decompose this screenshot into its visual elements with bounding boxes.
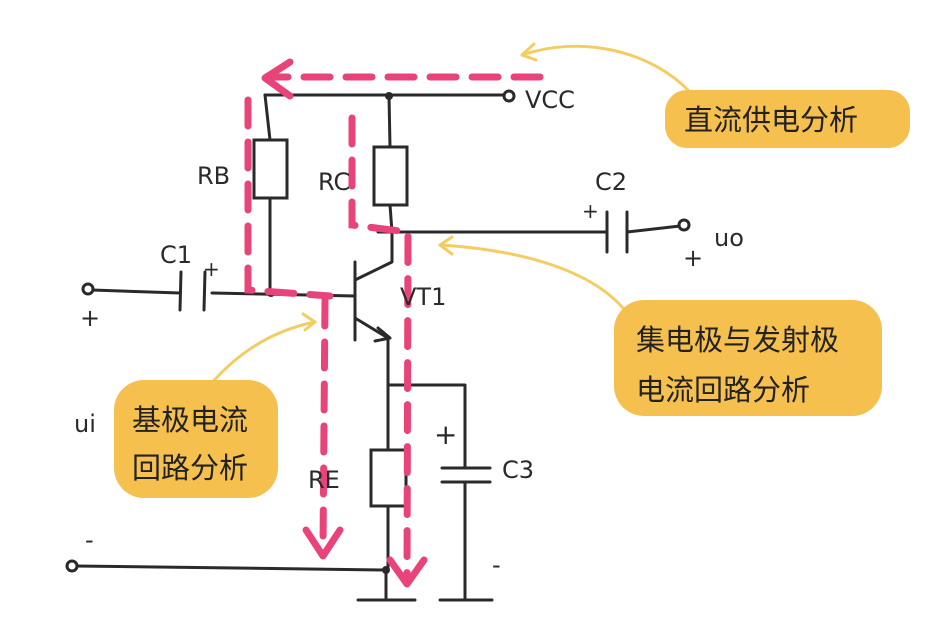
dc-supply-path xyxy=(244,58,544,300)
input-terminal-top xyxy=(81,282,95,296)
output-minus: - xyxy=(492,551,501,579)
junction-ground xyxy=(382,566,390,574)
rc-top-wire xyxy=(387,93,392,149)
resistor-rb xyxy=(252,138,289,200)
label-c1: C1 xyxy=(160,241,192,269)
label-vt1: VT1 xyxy=(400,283,446,311)
transistor-vt1 xyxy=(353,230,394,343)
capacitor-c2 xyxy=(605,210,629,254)
note-ce-line1: 集电极与发射极 xyxy=(636,323,839,357)
output-plus: + xyxy=(683,244,703,272)
bypass-top-wire xyxy=(386,383,467,470)
transistor-emitter xyxy=(353,316,390,340)
polarity-marks: + + + + + - - xyxy=(80,199,703,579)
label-rb: RB xyxy=(197,162,230,190)
capacitor-c3 xyxy=(440,466,492,484)
ground-bus-wire xyxy=(74,564,388,572)
vcc-terminal xyxy=(502,89,516,103)
note-dc-supply: 直流供电分析 xyxy=(665,90,910,148)
input-minus: - xyxy=(85,526,94,554)
input-plus: + xyxy=(80,304,100,332)
pointer-base xyxy=(208,320,317,387)
c3-plus: + xyxy=(434,418,457,451)
resistor-re xyxy=(369,448,408,508)
note-dc-supply-text: 直流供电分析 xyxy=(684,103,858,137)
collector-emitter-path xyxy=(348,114,428,588)
component-labels: VCC RB RC RE C1 C2 C3 VT1 uo ui xyxy=(74,86,744,494)
label-c3: C3 xyxy=(502,456,534,484)
note-base-line2: 回路分析 xyxy=(132,451,248,485)
label-re: RE xyxy=(308,466,340,494)
resistor-rc xyxy=(372,145,409,207)
transistor-collector xyxy=(353,230,394,282)
input-terminal-bottom xyxy=(65,559,79,573)
c2-plus: + xyxy=(582,199,599,223)
terminals xyxy=(65,89,691,573)
c1-plus: + xyxy=(203,257,220,281)
transistor-emitter-arrow xyxy=(373,326,392,343)
pointer-dc-supply xyxy=(520,44,692,94)
label-rc: RC xyxy=(318,168,350,196)
input-wire xyxy=(90,288,182,295)
capacitor-c1 xyxy=(178,270,207,312)
output-terminal xyxy=(677,218,691,232)
pointer-collector xyxy=(438,243,634,322)
label-uo: uo xyxy=(714,224,744,252)
ce-path-arrowhead xyxy=(386,556,428,588)
junction-vcc xyxy=(385,92,393,100)
note-ce-line2: 电流回路分析 xyxy=(636,373,810,407)
note-base: 基极电流 回路分析 xyxy=(114,380,278,498)
label-vcc: VCC xyxy=(525,86,575,114)
base-path-arrowhead xyxy=(302,526,344,560)
base-current-path xyxy=(302,296,344,560)
dc-supply-arrowhead xyxy=(261,58,294,100)
label-ui: ui xyxy=(74,410,96,438)
note-base-line1: 基极电流 xyxy=(132,403,248,437)
rb-top-wire xyxy=(263,93,272,142)
label-c2: C2 xyxy=(595,168,627,196)
output-wire xyxy=(625,224,682,234)
note-collector-emitter: 集电极与发射极 电流回路分析 xyxy=(614,300,882,416)
callout-pointers xyxy=(208,42,692,387)
